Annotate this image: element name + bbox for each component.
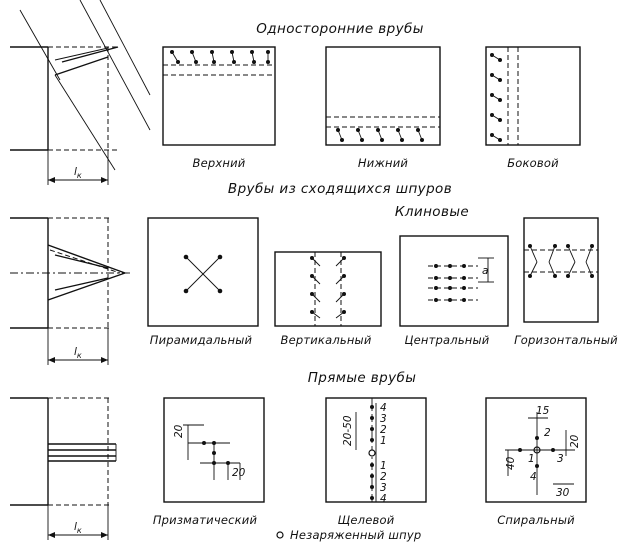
slot-num-1-bottom: 1 xyxy=(380,460,387,472)
cut-central: a Центральный xyxy=(399,235,509,347)
caption-side: Боковой xyxy=(507,156,559,170)
legend: Незаряженный шпур xyxy=(276,528,421,542)
spiral-num-4: 4 xyxy=(530,471,537,483)
caption-prismatic: Призматический xyxy=(153,513,258,527)
cut-pyramidal: Пирамидальный xyxy=(147,217,259,347)
legend-uncharged: Незаряженный шпур xyxy=(290,528,421,542)
spiral-num-1: 1 xyxy=(528,453,535,465)
caption-horizontal: Горизонтальный xyxy=(514,333,618,347)
slot-num-3-bottom: 3 xyxy=(380,482,387,494)
caption-bottom: Нижний xyxy=(358,156,408,170)
slot-num-3-top: 3 xyxy=(380,413,387,425)
spiral-dim-20: 20 xyxy=(569,434,581,448)
spiral-num-2: 2 xyxy=(544,427,551,439)
lk-label-2: lк xyxy=(74,346,82,360)
header-one-sided: Односторонние врубы xyxy=(256,21,424,37)
dimension-20-50: 20-50 xyxy=(342,415,354,446)
dimension-20-horizontal: 20 xyxy=(232,467,246,479)
header-converging: Врубы из сходящихся шпуров xyxy=(228,181,452,197)
slot-num-2-bottom: 2 xyxy=(380,471,387,483)
header-straight: Прямые врубы xyxy=(308,370,417,386)
cut-horizontal: Горизонтальный xyxy=(514,217,618,347)
cut-side: Боковой xyxy=(485,46,581,170)
cut-slot: 20-50 4 3 2 1 1 2 3 4 Щелевой xyxy=(325,397,427,527)
cut-spiral: 15 20 40 30 2 3 4 1 Спиральный xyxy=(485,397,587,527)
spiral-num-3: 3 xyxy=(557,453,564,465)
caption-vertical: Вертикальный xyxy=(280,333,371,347)
slot-num-2-top: 2 xyxy=(380,424,387,436)
slot-num-1-top: 1 xyxy=(380,435,387,447)
slot-num-4-top: 4 xyxy=(380,402,387,414)
cut-top: Верхний xyxy=(162,46,276,170)
section-view-converging: lк xyxy=(10,217,130,365)
dimension-a: a xyxy=(482,265,488,277)
dimension-20-vertical: 20 xyxy=(173,424,185,438)
header-wedge: Клиновые xyxy=(395,204,469,220)
caption-pyramidal: Пирамидальный xyxy=(150,333,253,347)
cut-bottom: Нижний xyxy=(325,46,441,170)
section-view-straight: lк xyxy=(10,397,117,540)
uncharged-hole-icon xyxy=(276,531,284,539)
caption-slot: Щелевой xyxy=(338,513,395,527)
caption-central: Центральный xyxy=(405,333,490,347)
cut-prismatic: 20 20 Призматический xyxy=(153,397,265,527)
spiral-dim-40: 40 xyxy=(505,456,517,470)
slot-num-4-bottom: 4 xyxy=(380,493,387,505)
caption-spiral: Спиральный xyxy=(497,513,575,527)
section-view-one-sided: lк xyxy=(10,0,151,185)
caption-top: Верхний xyxy=(193,156,246,170)
cut-vertical: Вертикальный xyxy=(274,251,382,347)
lk-label-1: lк xyxy=(74,166,82,180)
spiral-dim-15: 15 xyxy=(536,405,550,417)
spiral-dim-30: 30 xyxy=(556,487,570,499)
lk-label-3: lк xyxy=(74,521,82,535)
